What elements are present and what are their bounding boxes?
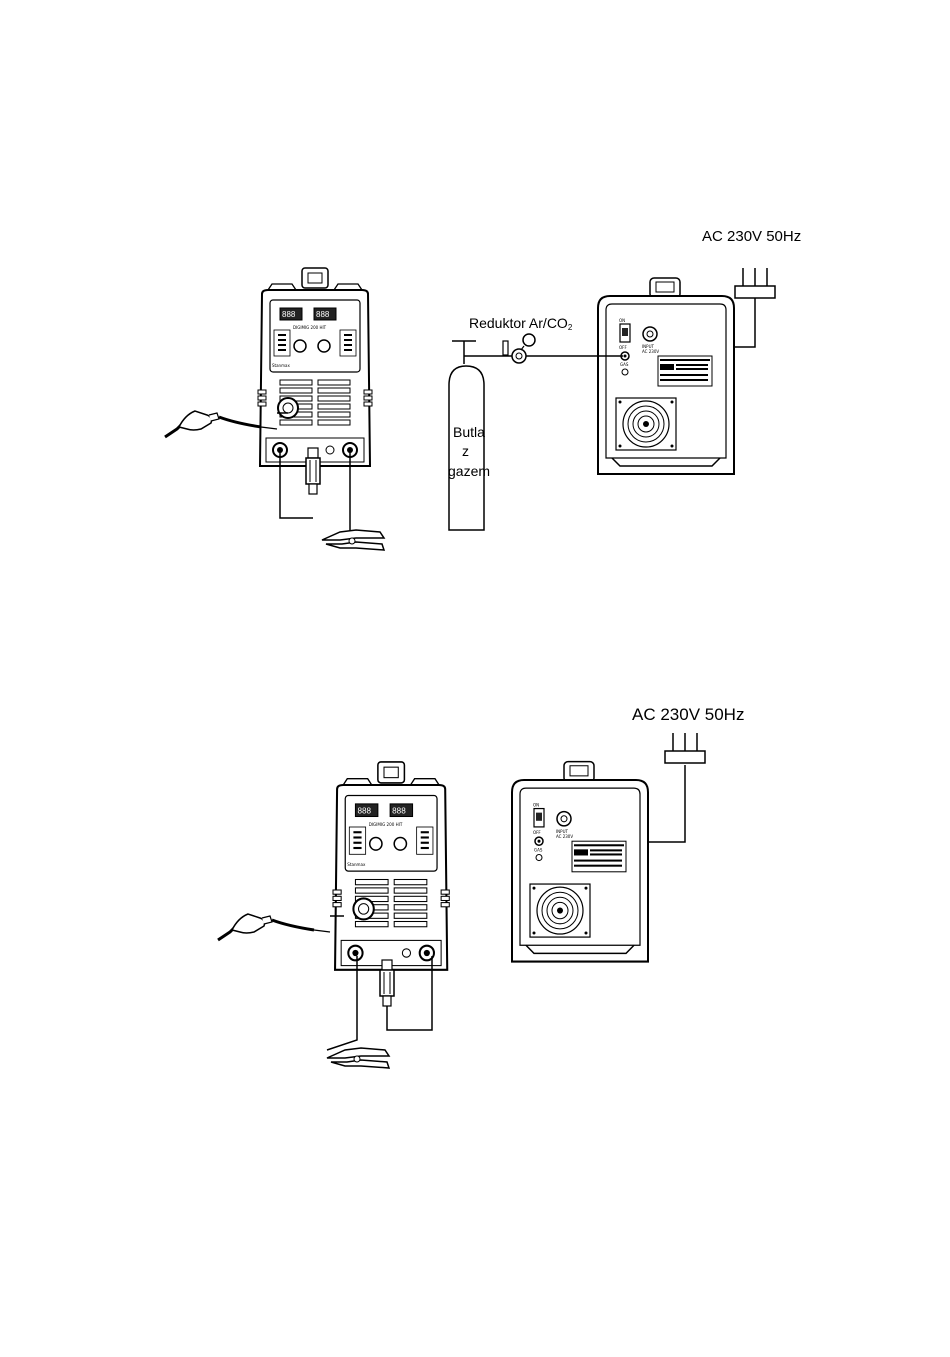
diagram-2: AC 230V 50Hz ON OFF INPUT AC 230V GAS DI… [218,705,744,1068]
input-voltage-label: AC 230V [556,834,573,839]
cylinder-label-line1: Butla [453,424,485,440]
mig-torch-2 [218,914,330,940]
welder-rear-2: ON OFF INPUT AC 230V GAS [512,762,648,962]
power-label-2: AC 230V 50Hz [632,705,744,724]
cylinder-label-line2: z [462,443,469,459]
model-label: DIGIMIG 200 HIT [293,325,327,330]
welder-front-2: DIGIMIG 200 HIT Stanmax [333,762,449,970]
welder-rear-1: ON OFF INPUT AC 230V GAS [598,278,734,474]
gas-label: GAS [620,362,629,367]
model-label: DIGIMIG 200 HIT [369,822,403,827]
power-plug-2 [665,733,705,763]
diagram-1: AC 230V 50Hz ON OFF INPUT AC 230V GAS Bu… [165,228,801,550]
brand-label: Stanmax [347,862,366,867]
earth-clamp-2 [327,1048,389,1068]
welder-front-1: DIGIMIG 200 HIT Stanmax [258,268,372,466]
switch-off-label: OFF [619,345,627,350]
switch-on-label: ON [533,802,539,807]
cylinder-label-line3: gazem [448,463,490,479]
brand-label: Stanmax [272,363,290,368]
input-voltage-label: AC 230V [642,349,659,354]
earth-clamp-1 [322,530,384,550]
power-plug-1 [735,268,775,298]
polarity-plug-2 [380,960,394,1006]
switch-off-label: OFF [533,830,541,835]
power-label-1: AC 230V 50Hz [702,228,801,245]
gas-label: GAS [534,847,543,852]
switch-on-label: ON [619,318,625,323]
polarity-plug-1 [306,448,320,494]
regulator-label: Reduktor Ar/CO2 [469,315,573,332]
